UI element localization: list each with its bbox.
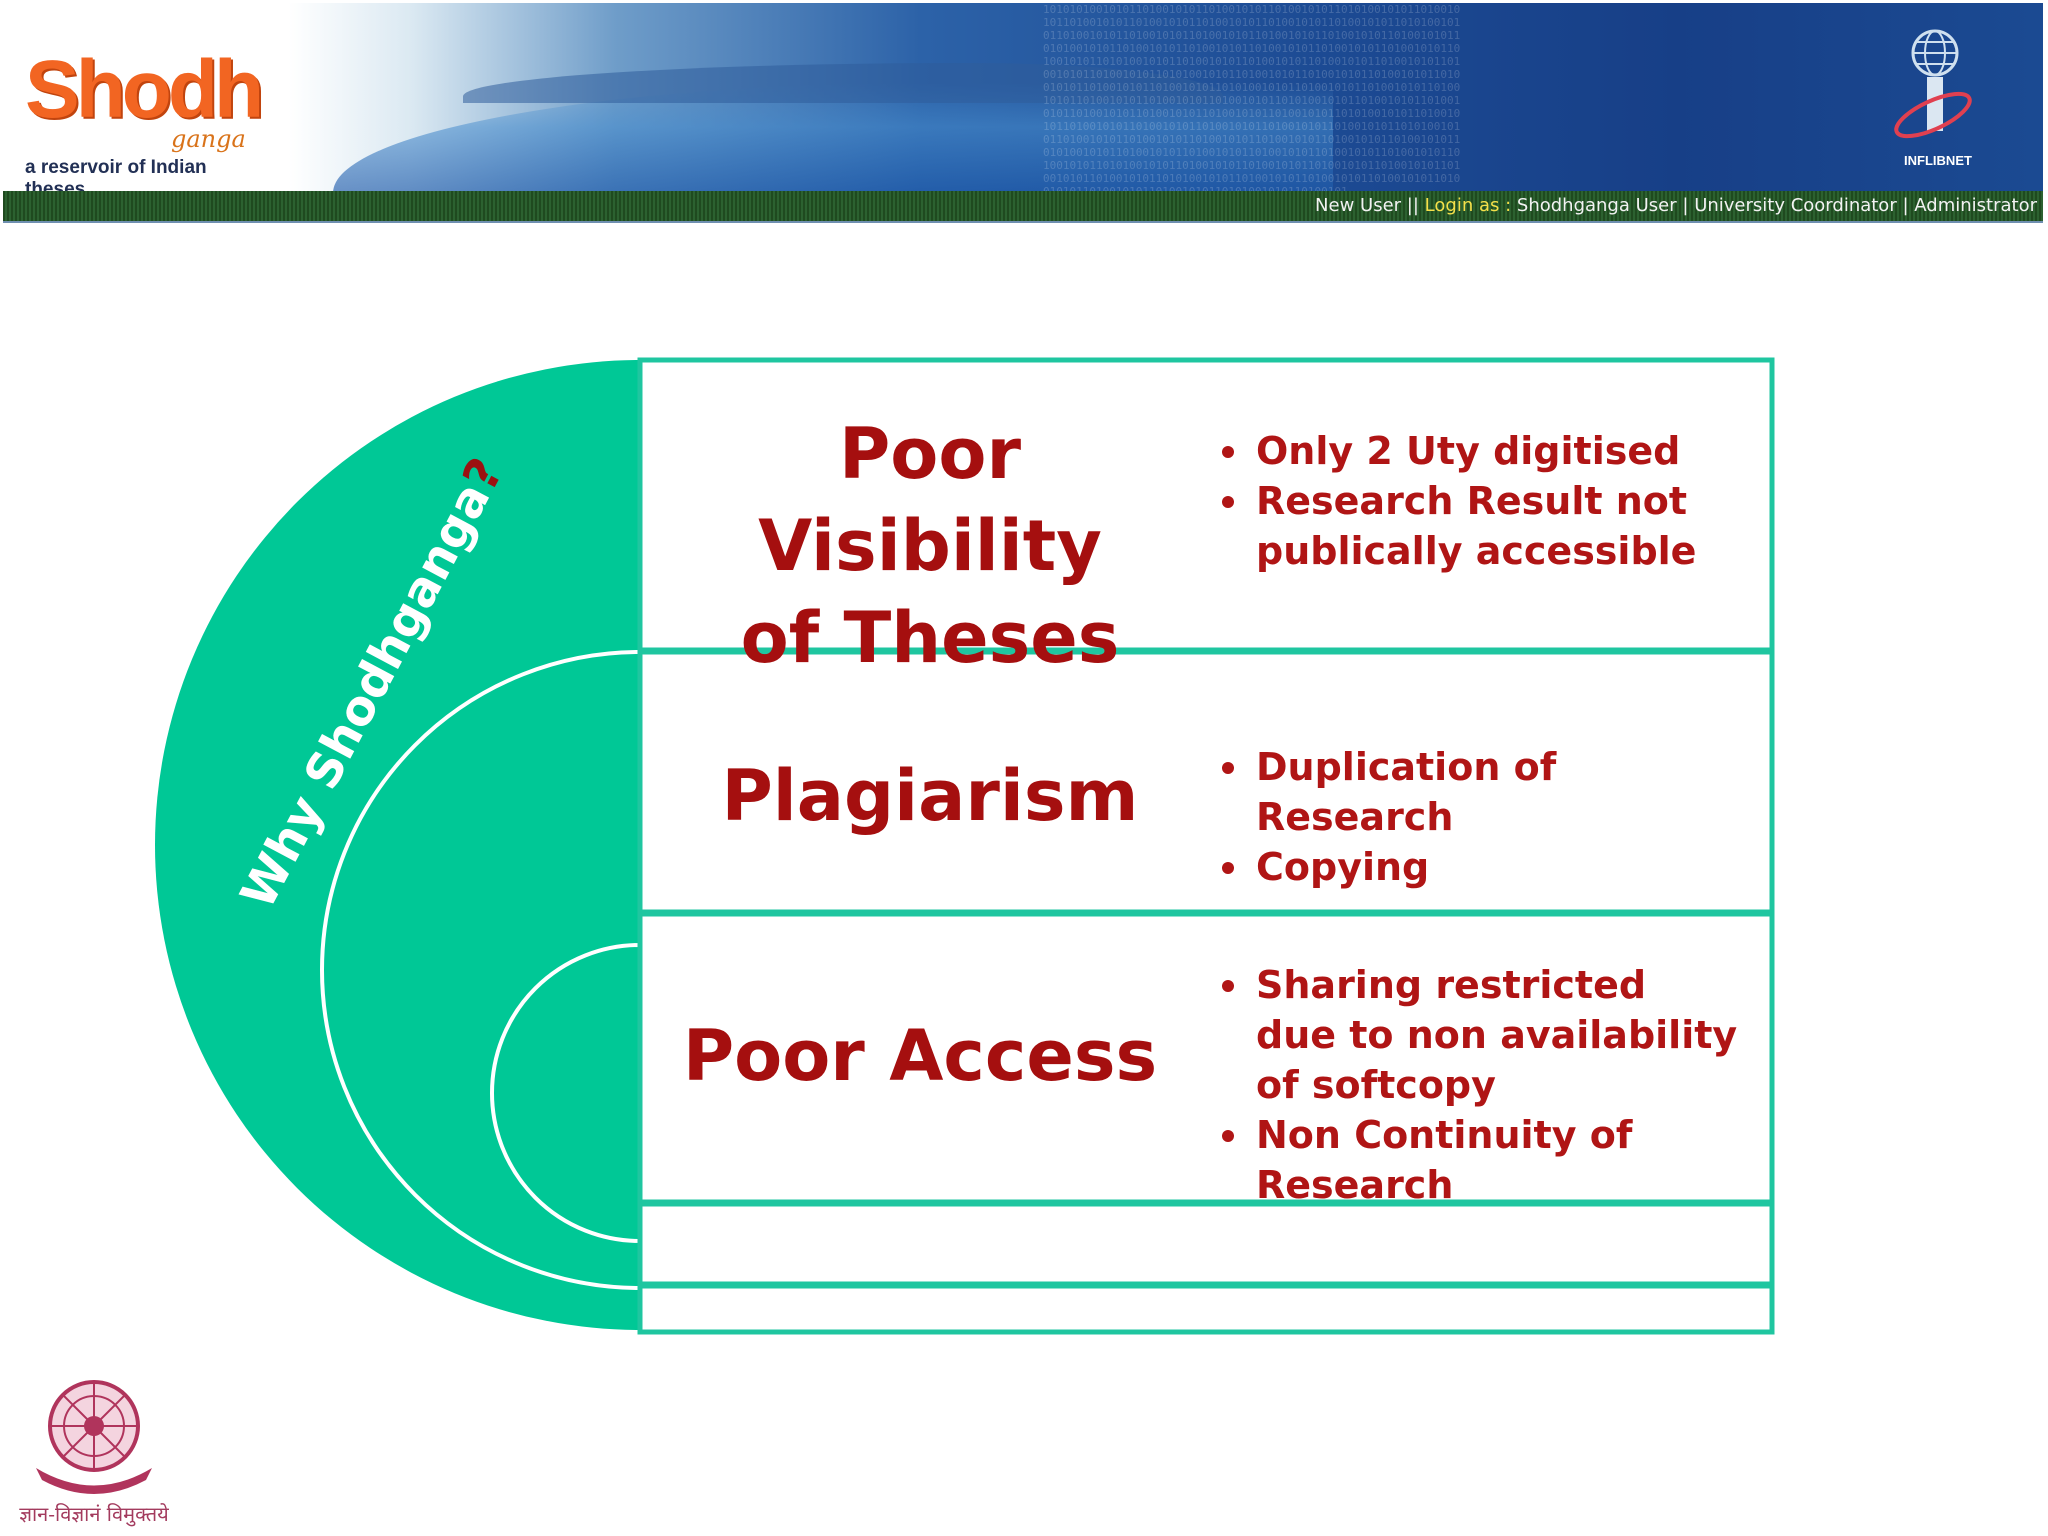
inflibnet-globe-icon[interactable]: INFLIBNET <box>1883 23 1993 173</box>
site-header: 1010101001010110100101011010010101101001… <box>3 3 2043 223</box>
bullet-list-visibility: Only 2 Uty digitised Research Result not… <box>1218 426 1738 576</box>
new-user-link[interactable]: New User <box>1315 195 1402 216</box>
row-title-line: of Theses <box>740 597 1120 679</box>
row-title-line: Poor Access <box>682 1015 1158 1097</box>
bullet-item: Research Result not publically accessibl… <box>1218 476 1738 576</box>
row-title-visibility: Poor Visibility of Theses <box>670 408 1190 684</box>
header-binary-pattern: 1010101001010110100101011010010101101001… <box>1043 3 1461 193</box>
row-title-plagiarism: Plagiarism <box>670 750 1190 842</box>
nav-separator: | <box>1682 195 1689 216</box>
bullet-item: Only 2 Uty digitised <box>1218 426 1738 476</box>
row-title-access: Poor Access <box>660 1010 1180 1102</box>
logo-main-text: Shodh <box>25 44 264 135</box>
nav-separator: | <box>1902 195 1909 216</box>
inner-arc <box>490 943 641 1243</box>
shodhganga-logo-icon[interactable]: Shodh ganga a reservoir of Indian theses <box>21 43 264 200</box>
row-box-access <box>637 911 1775 1205</box>
bullet-item: Duplication of Research <box>1218 742 1738 842</box>
login-as-label: Login as : <box>1424 195 1512 216</box>
bullet-item: Non Continuity of Research <box>1218 1110 1738 1210</box>
ugc-caption: ज्ञान-विज्ञानं विमुक्तये <box>19 1502 169 1526</box>
bullet-list-access: Sharing restricted due to non availabili… <box>1218 960 1738 1210</box>
administrator-link[interactable]: Administrator <box>1914 195 2037 216</box>
bullet-list-plagiarism: Duplication of Research Copying <box>1218 742 1738 892</box>
nav-separator: || <box>1406 195 1419 216</box>
row-box-bottom <box>637 1283 1775 1335</box>
bullet-item: Sharing restricted due to non availabili… <box>1218 960 1738 1110</box>
bullet-item: Copying <box>1218 842 1738 892</box>
outer-half-disc <box>155 360 640 1330</box>
row-box-plagiarism <box>637 649 1775 915</box>
nav-links: New User || Login as : Shodhganga User |… <box>1315 195 2037 216</box>
row-box-empty <box>637 1201 1775 1287</box>
row-title-line: Plagiarism <box>721 755 1139 837</box>
university-coordinator-link[interactable]: University Coordinator <box>1694 195 1897 216</box>
row-title-line: Poor Visibility <box>758 413 1102 587</box>
middle-arc <box>320 650 641 1290</box>
top-nav-bar: New User || Login as : Shodhganga User |… <box>3 191 2043 223</box>
ugc-emblem-icon: ज्ञान-विज्ञानं विमुक्तये <box>6 1368 182 1528</box>
inflibnet-label: INFLIBNET <box>1904 153 1972 168</box>
shodhganga-user-link[interactable]: Shodhganga User <box>1516 195 1677 216</box>
row-box-visibility <box>637 357 1775 653</box>
logo-sub-text: ganga <box>171 125 246 153</box>
